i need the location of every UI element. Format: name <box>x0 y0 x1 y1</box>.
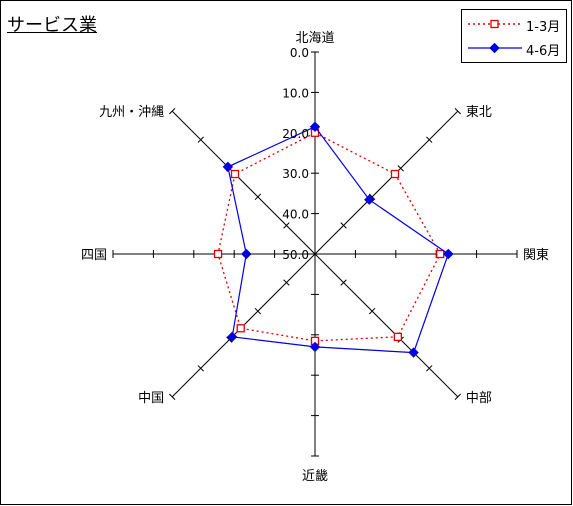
axis-tick-5-5 <box>168 393 176 401</box>
series-1-point-6 <box>241 248 252 260</box>
axis-tick-1-1 <box>340 222 347 229</box>
axis-tick-5-1 <box>283 279 290 286</box>
legend-label-1-3: 1-3月 <box>526 20 561 35</box>
axis-tick-5-4 <box>197 365 204 372</box>
axis-tick-3-2 <box>368 307 376 315</box>
series-1-point-1 <box>364 194 375 205</box>
axis-tick-7-5 <box>168 107 176 115</box>
series-1-point-3 <box>408 347 419 358</box>
r-tick-label-5: 50.0 <box>282 248 309 262</box>
axis-tick-1-2 <box>368 193 376 201</box>
series-0-point-7 <box>230 169 240 179</box>
axis-tick-5-2 <box>254 307 262 315</box>
series-0-point-3 <box>393 332 402 341</box>
axis-tick-7-4 <box>197 136 204 143</box>
axis-label--1: 東北 <box>466 104 492 120</box>
series-1-point-4 <box>309 341 321 353</box>
series-0-point-1 <box>390 169 400 179</box>
legend: 1-3月 4-6月 <box>461 9 567 63</box>
axis-label--5: 中国 <box>138 391 164 406</box>
axis-tick-3-1 <box>340 279 347 286</box>
series-1-point-7 <box>222 161 234 173</box>
axis-label--6: 四国 <box>81 248 107 263</box>
axis-tick-7-1 <box>283 222 290 229</box>
axis-label--7: 九州・沖縄 <box>99 105 164 120</box>
axis-label--3: 中部 <box>466 391 492 406</box>
series-1-point-5 <box>226 331 238 343</box>
axis-tick-3-4 <box>426 365 433 372</box>
axis-line-1 <box>314 110 459 255</box>
legend-item-4-6: 4-6月 <box>466 38 564 59</box>
axis-line-7 <box>171 110 316 255</box>
legend-swatch-1-3 <box>468 19 522 29</box>
legend-label-4-6: 4-6月 <box>526 44 561 59</box>
axis-label--0: 北海道 <box>295 31 334 46</box>
series-line-0 <box>217 132 441 342</box>
axis-line-3 <box>314 253 459 398</box>
axis-label--4: 近畿 <box>302 469 328 484</box>
axis-tick-3-5 <box>454 393 462 401</box>
r-tick-label-0: 0.0 <box>290 46 309 60</box>
series-0-point-6 <box>213 249 223 259</box>
legend-item-1-3: 1-3月 <box>466 14 564 35</box>
series-layer <box>213 121 454 358</box>
series-0-point-2 <box>436 249 445 259</box>
axis-tick-1-4 <box>426 136 433 143</box>
legend-swatch-4-6 <box>468 42 522 54</box>
r-tick-label-1: 10.0 <box>282 86 309 100</box>
r-tick-label-2: 20.0 <box>282 127 309 141</box>
r-tick-label-4: 40.0 <box>282 208 309 222</box>
axes-layer <box>112 51 518 457</box>
series-0-point-5 <box>236 324 245 333</box>
axis-label--2: 関東 <box>523 247 549 263</box>
axis-tick-7-2 <box>254 193 262 201</box>
series-1-point-0 <box>309 121 321 132</box>
axis-tick-1-5 <box>454 107 462 115</box>
r-tick-label-3: 30.0 <box>282 167 309 181</box>
axis-tick-1-3 <box>397 165 404 172</box>
axis-tick-5-3 <box>226 336 233 343</box>
chart-title: サービス業 <box>7 15 97 36</box>
series-1-point-2 <box>443 248 454 260</box>
